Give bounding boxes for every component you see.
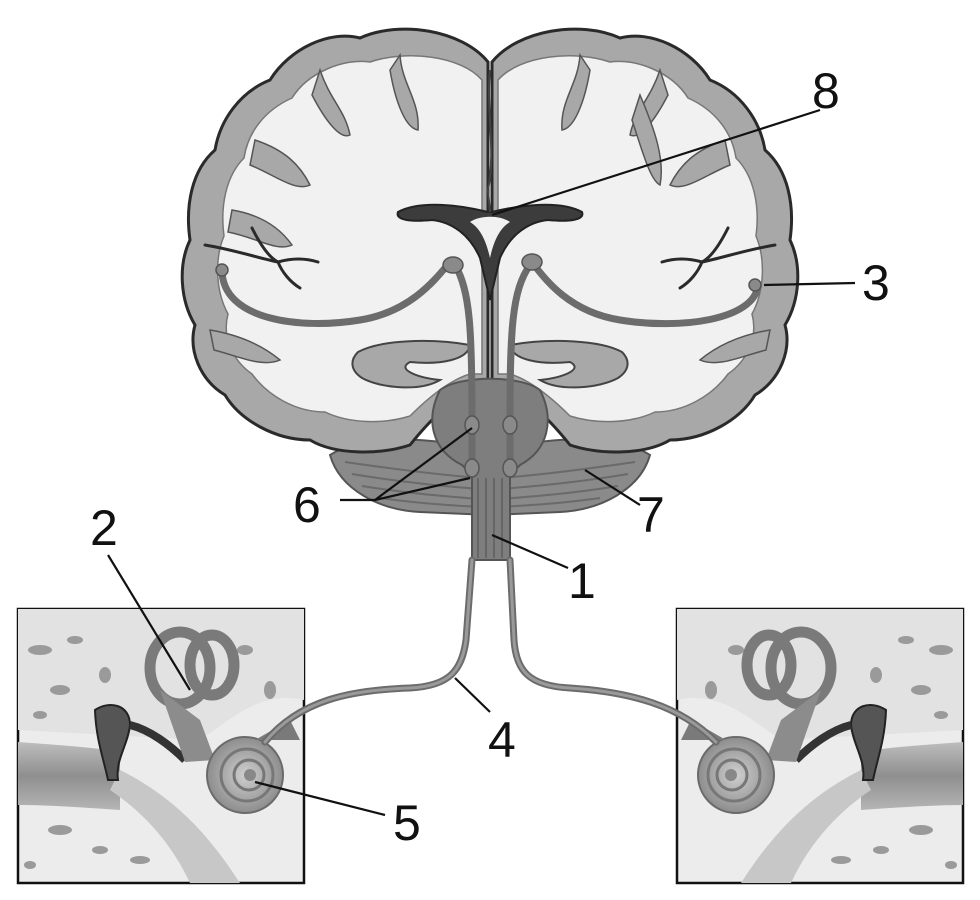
label-8: 8 [812,63,840,119]
leader-lines [107,108,856,817]
brainstem [431,377,549,561]
label-2: 2 [90,500,118,556]
label-3: 3 [862,255,890,311]
label-4: 4 [488,712,516,768]
semicircular-canals [144,626,240,710]
leader-line-7 [584,469,641,506]
leader-line-6b [374,476,471,502]
leader-line-5 [254,780,386,817]
leader-line-1 [491,533,569,570]
left-ear-panel [16,607,306,885]
label-6: 6 [293,477,321,533]
leader-line-3 [763,281,856,287]
label-5: 5 [393,795,421,851]
label-1: 1 [568,553,596,609]
ear-canal [18,742,120,810]
leader-line-4 [454,677,491,713]
brain-coronal-section [180,27,800,561]
label-7: 7 [637,487,665,543]
auditory-nerves [261,556,720,746]
cochlea [206,736,284,814]
auditory-pathway-tracts [215,253,762,478]
leader-line-8 [491,108,821,217]
number-labels: 8 3 6 7 1 2 4 5 [90,63,890,851]
leader-line-2 [107,554,191,691]
right-ear-panel [675,607,965,885]
